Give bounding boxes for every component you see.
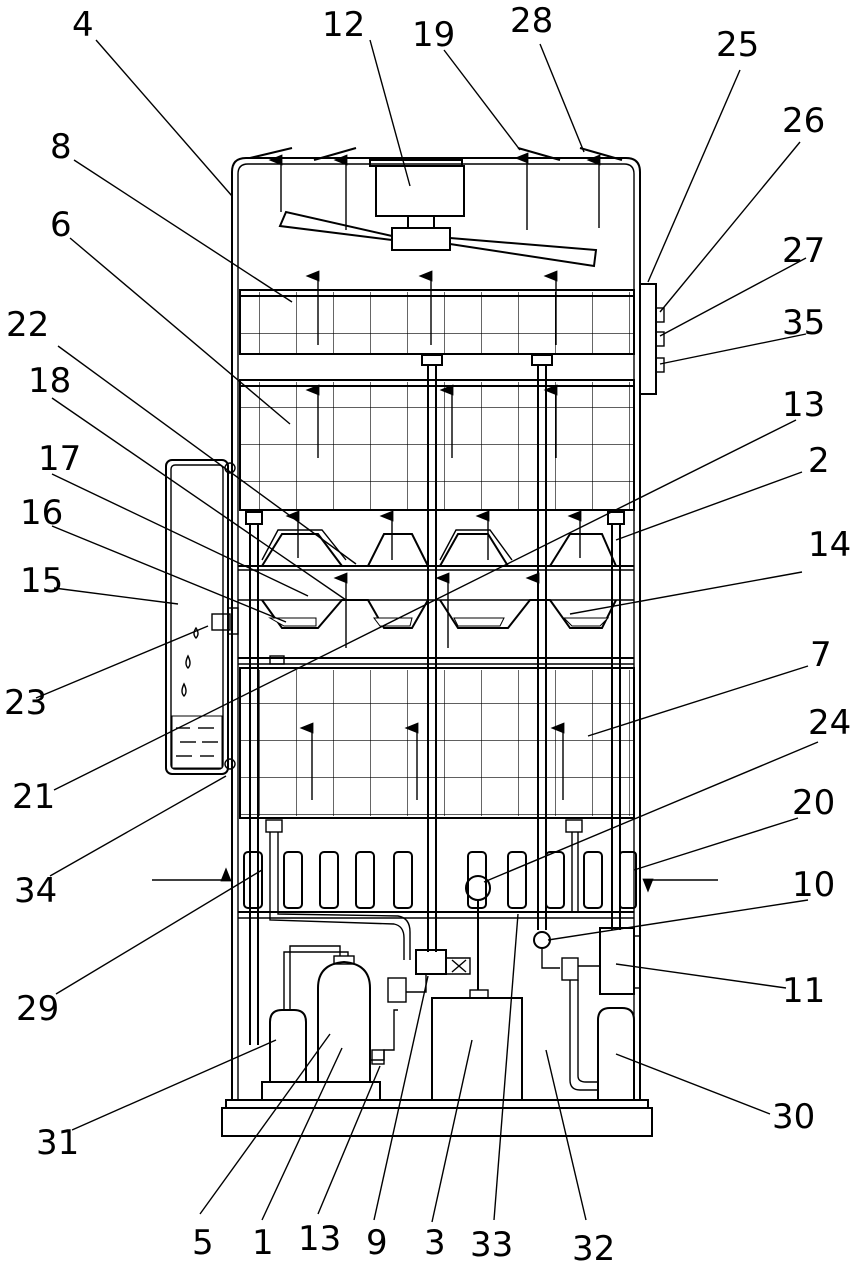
label-30: 30 — [772, 1097, 815, 1137]
label-14: 14 — [808, 525, 851, 565]
label-32: 32 — [572, 1229, 615, 1269]
label-12: 12 — [322, 5, 365, 45]
label-6: 6 — [50, 205, 72, 245]
label-21: 21 — [12, 777, 55, 817]
filter-grid-8 — [240, 290, 634, 354]
label-28: 28 — [510, 1, 553, 41]
evaporator-grid-7 — [240, 656, 634, 818]
label-18: 18 — [28, 361, 71, 401]
label-22: 22 — [6, 305, 49, 345]
label-13-top: 13 — [782, 385, 825, 425]
label-3: 3 — [424, 1223, 446, 1263]
label-31: 31 — [36, 1123, 79, 1163]
water-reservoir — [432, 990, 522, 1100]
label-17: 17 — [38, 439, 81, 479]
compressor-assembly — [262, 946, 398, 1100]
label-27: 27 — [782, 231, 825, 271]
label-9: 9 — [366, 1223, 388, 1263]
label-7: 7 — [810, 635, 832, 675]
label-4: 4 — [72, 5, 94, 45]
fan-motor — [280, 160, 596, 266]
label-35: 35 — [782, 303, 825, 343]
label-25: 25 — [716, 25, 759, 65]
label-10: 10 — [792, 865, 835, 905]
label-33: 33 — [470, 1225, 513, 1265]
label-29: 29 — [16, 989, 59, 1029]
label-15: 15 — [20, 561, 63, 601]
label-20: 20 — [792, 783, 835, 823]
label-19: 19 — [412, 15, 455, 55]
label-13-bottom: 13 — [298, 1219, 341, 1259]
water-tank — [166, 460, 238, 774]
label-26: 26 — [782, 101, 825, 141]
unit-11 — [600, 928, 640, 994]
label-8: 8 — [50, 127, 72, 167]
label-34: 34 — [14, 871, 57, 911]
label-1: 1 — [252, 1223, 274, 1263]
label-23: 23 — [4, 683, 47, 723]
label-5: 5 — [192, 1223, 214, 1263]
label-16: 16 — [20, 493, 63, 533]
label-2: 2 — [808, 441, 830, 481]
label-11: 11 — [782, 971, 825, 1011]
top-airflow-arrows — [281, 158, 599, 230]
label-24: 24 — [808, 703, 851, 743]
base-plinth — [222, 1100, 652, 1136]
control-panel — [640, 284, 664, 394]
